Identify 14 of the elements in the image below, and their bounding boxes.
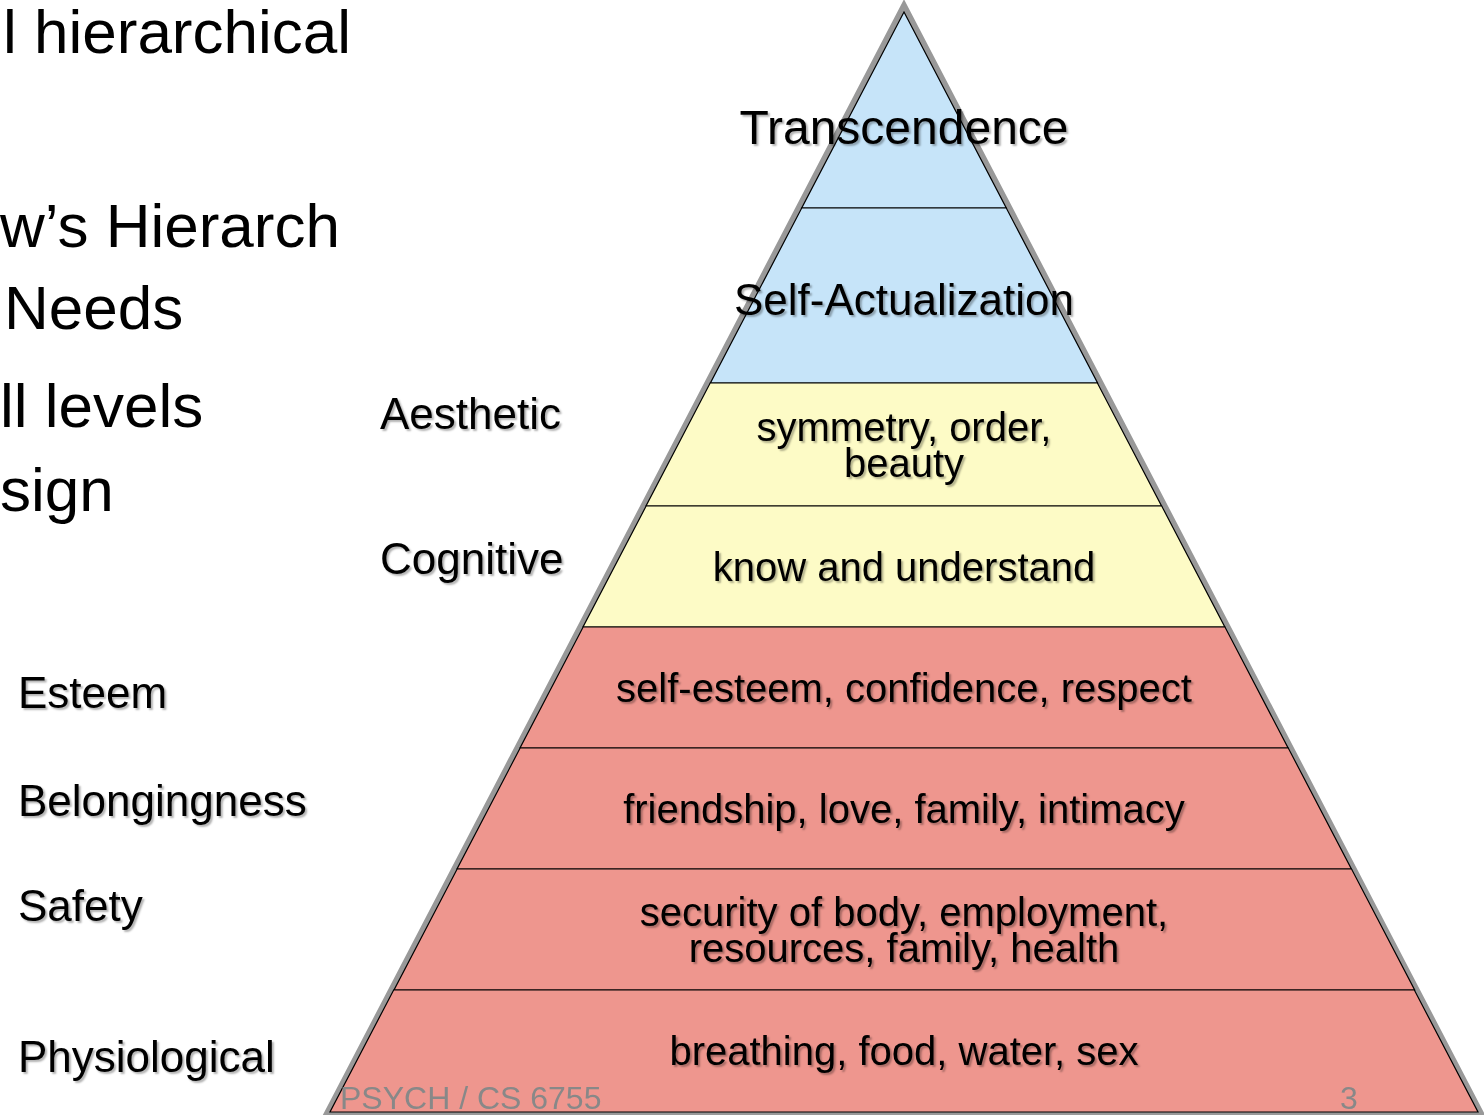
slide-text: w’s Hierarch	[0, 190, 340, 261]
need-category-label: Physiological	[18, 1032, 275, 1082]
level-label: know and understand	[712, 548, 1096, 585]
slide-text: ll levels	[0, 370, 204, 441]
footer-text: PSYCH / CS 6755	[340, 1080, 602, 1115]
slide-text: Needs	[4, 272, 184, 343]
need-category-label: Belongingness	[18, 776, 307, 826]
need-category-label: Aesthetic	[380, 389, 561, 439]
slide-text: sign	[0, 454, 114, 525]
page-number: 3	[1340, 1080, 1358, 1115]
slide-text: l hierarchical	[3, 0, 352, 67]
need-category-label: Safety	[18, 881, 143, 931]
need-category-label: Cognitive	[380, 534, 564, 584]
need-category-label: Esteem	[18, 668, 168, 718]
